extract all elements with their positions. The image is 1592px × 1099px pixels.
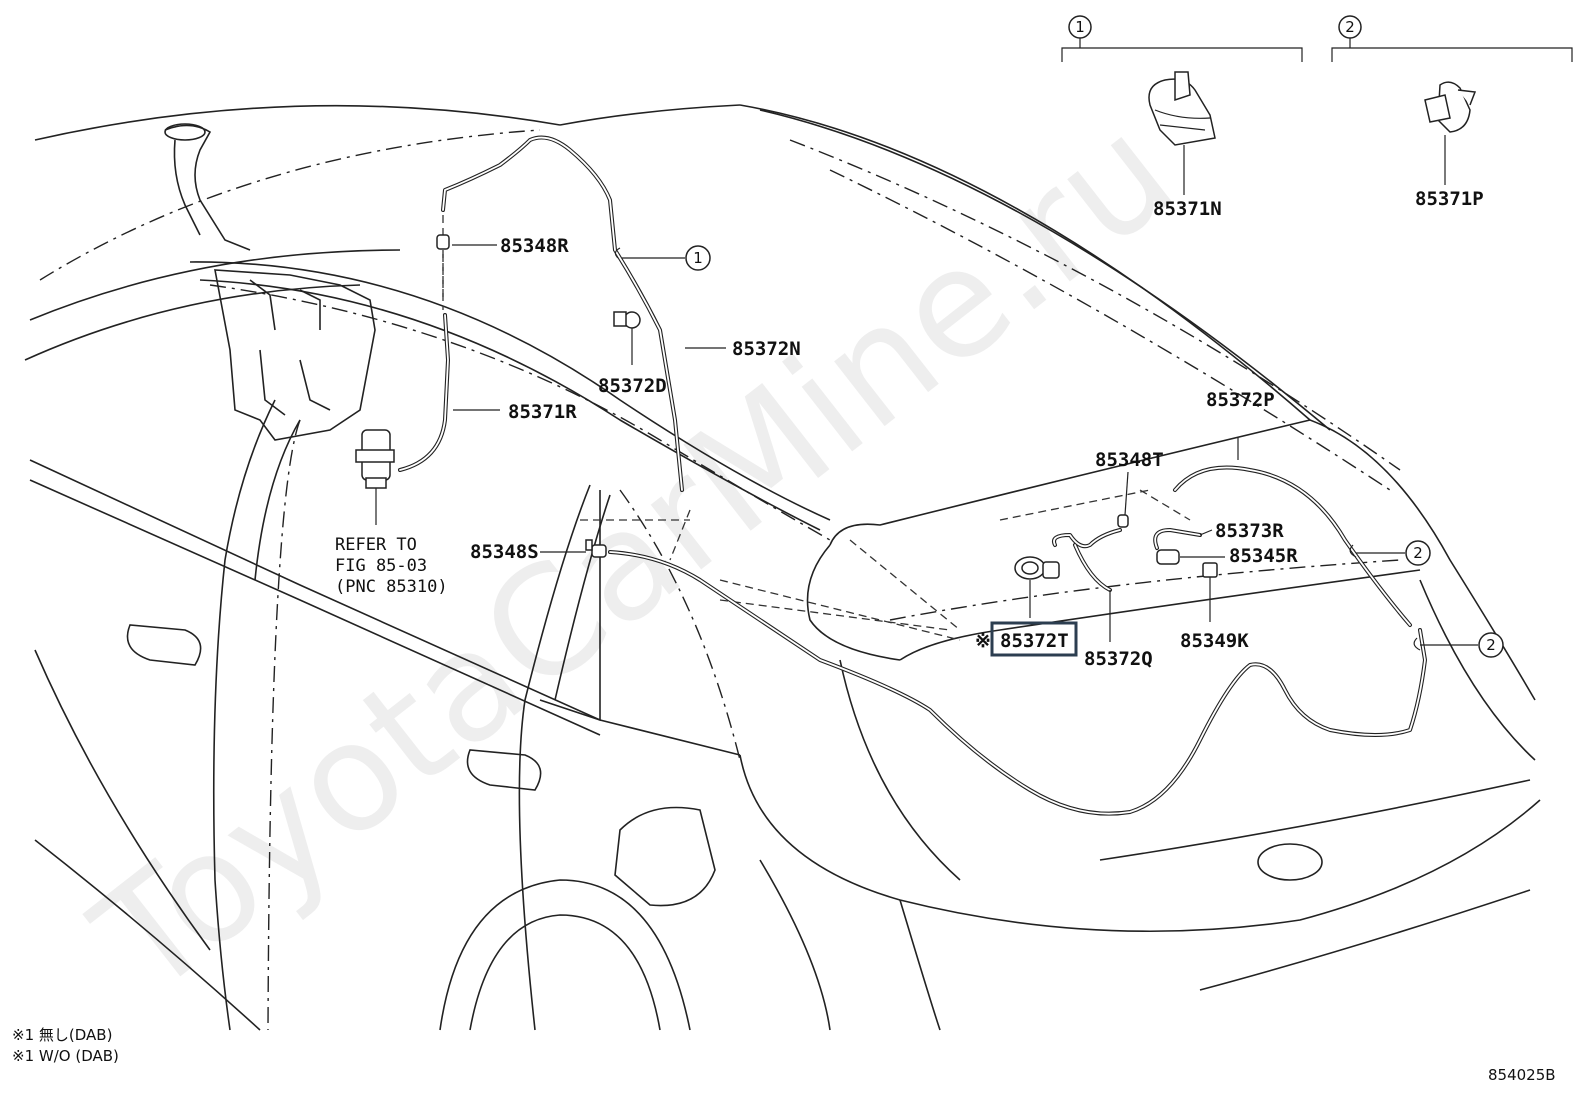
label-85348S: 85348S [470,541,539,563]
label-85348R: 85348R [500,235,569,257]
label-85348T: 85348T [1095,449,1164,471]
svg-text:1: 1 [1075,18,1085,36]
callout-circles: 1 2 1 2 2 [685,15,1504,658]
label-85373R: 85373R [1215,520,1284,542]
footnotes: ※1 無し(DAB) ※1 W/O (DAB) [12,1026,119,1065]
label-85372D: 85372D [598,375,667,397]
hoses [398,135,1427,816]
callout-2-hose-a: 2 [1405,540,1431,566]
highlight-box [990,621,1078,657]
reference-note: REFER TO FIG 85-03 (PNC 85310) [335,535,448,597]
label-85345R: 85345R [1229,545,1298,567]
vehicle-outline [24,104,1541,1031]
svg-text:1: 1 [693,249,703,267]
svg-text:(PNC 85310): (PNC 85310) [335,577,448,597]
small-parts [436,234,1421,651]
detail-clip-1 [1148,71,1216,195]
svg-text:FIG 85-03: FIG 85-03 [335,556,427,576]
diagram-code: 854025B [1488,1066,1556,1084]
callout-1-hose: 1 [685,245,711,271]
callout-2-hose-b: 2 [1478,632,1504,658]
callout-2-top: 2 [1338,15,1362,39]
svg-text:2: 2 [1413,544,1423,562]
detail-clip-2 [1424,81,1477,185]
callout-brackets [1061,36,1573,62]
label-85349K: 85349K [1180,630,1249,652]
svg-text:2: 2 [1345,18,1355,36]
svg-text:2: 2 [1486,636,1496,654]
label-85371R: 85371R [508,401,577,423]
footnote-mark: ※ [975,630,991,652]
label-85372Q: 85372Q [1084,648,1153,670]
svg-text:※1 W/O (DAB): ※1 W/O (DAB) [12,1047,119,1065]
washer-tank [164,123,376,441]
callout-1-top: 1 [1068,15,1092,39]
label-85372T: 85372T [1000,630,1069,652]
label-85371P: 85371P [1415,188,1484,210]
label-85372N: 85372N [732,338,801,360]
svg-text:※1 無し(DAB): ※1 無し(DAB) [12,1026,112,1044]
washer-motor [355,429,395,525]
leader-lines [452,244,1478,646]
part-labels: 85371N 85371P 85348R 85372N 85372D 85371… [470,188,1484,670]
label-85372P: 85372P [1206,389,1275,411]
label-85371N: 85371N [1153,198,1222,220]
svg-text:REFER TO: REFER TO [335,535,417,555]
